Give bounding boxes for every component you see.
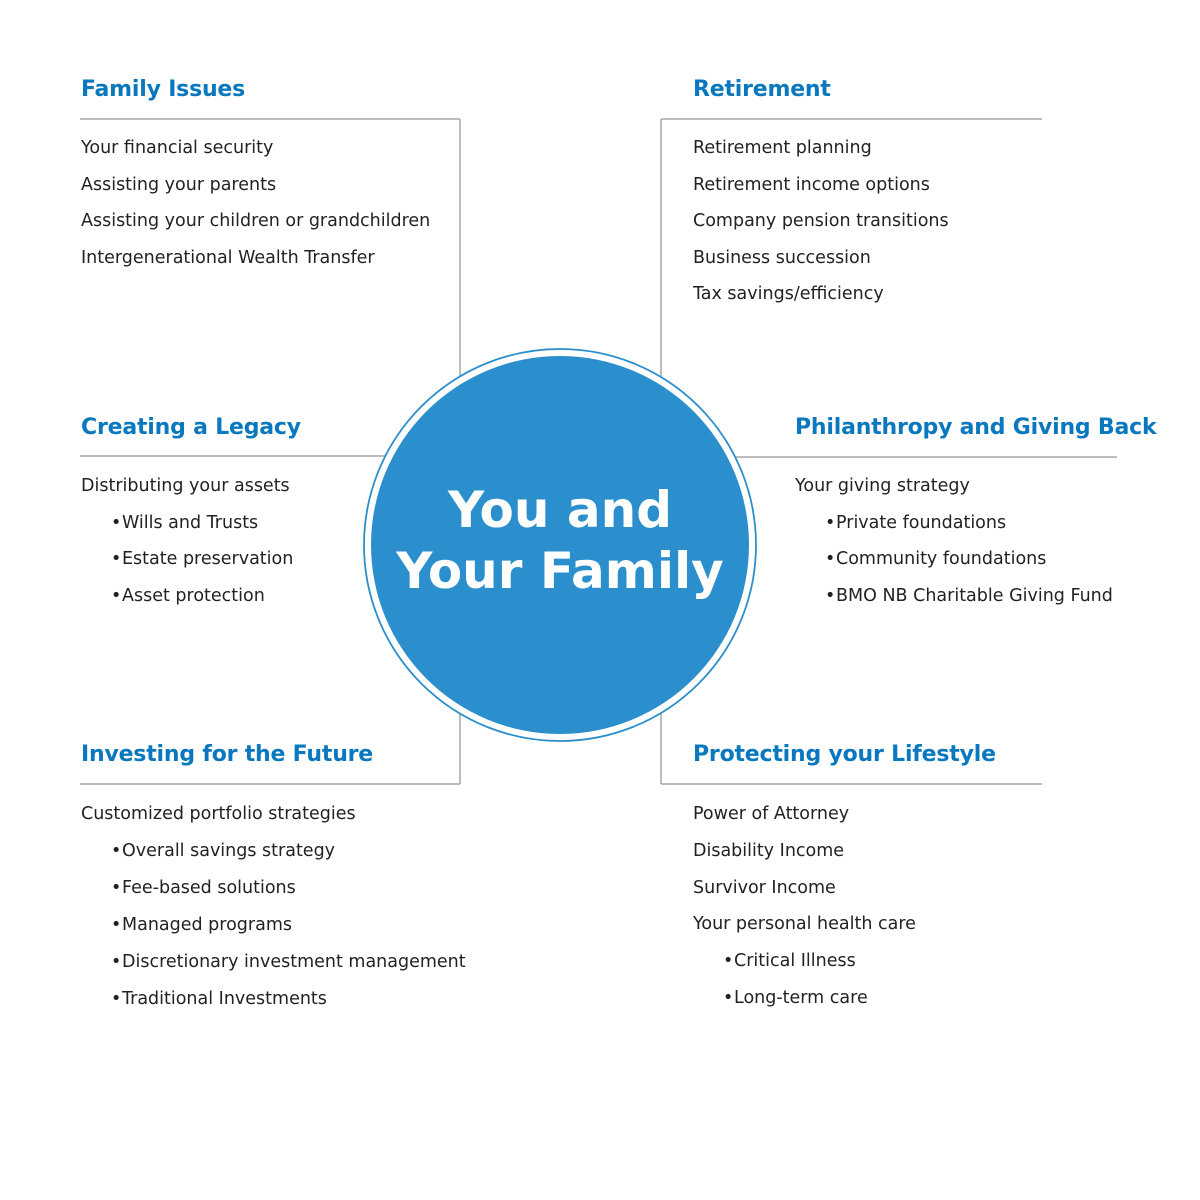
section-title: Family Issues: [81, 77, 246, 102]
bullet-icon: •: [723, 951, 734, 972]
list-item: Retirement income options: [693, 174, 930, 196]
list-sub-item: •Long-term care: [723, 987, 868, 1009]
bullet-icon: •: [825, 549, 836, 569]
list-item-text: Private foundations: [836, 512, 1007, 533]
list-item: Your personal health care: [693, 913, 916, 935]
list-item-text: Tax savings/efficiency: [693, 284, 884, 304]
bullet-icon: •: [111, 878, 122, 898]
list-item-text: Company pension transitions: [693, 211, 949, 231]
bullet-icon: •: [111, 549, 122, 569]
list-sub-item: •Fee-based solutions: [111, 877, 296, 899]
list-item-text: Community foundations: [836, 549, 1047, 569]
list-sub-item: •Private foundations: [825, 512, 1006, 534]
bullet-icon: •: [111, 585, 122, 606]
list-item: Customized portfolio strategies: [81, 803, 356, 825]
list-item: Assisting your children or grandchildren: [81, 210, 430, 232]
list-sub-item: •Overall savings strategy: [111, 840, 335, 862]
list-item-text: Wills and Trusts: [122, 512, 259, 533]
list-item-text: Your financial security: [81, 138, 274, 158]
bullet-icon: •: [825, 585, 836, 606]
bullet-icon: •: [111, 989, 122, 1009]
center-circle: [371, 356, 749, 734]
list-sub-item: •Community foundations: [825, 548, 1046, 570]
list-item: Tax savings/efficiency: [693, 283, 884, 305]
center-title-line1: You and: [447, 481, 672, 539]
list-item: Retirement planning: [693, 137, 872, 159]
bullet-icon: •: [111, 952, 122, 972]
section-title: Creating a Legacy: [81, 415, 301, 440]
section-title: Retirement: [693, 77, 831, 102]
list-item-text: Overall savings strategy: [122, 841, 336, 861]
list-item: Disability Income: [693, 840, 844, 862]
list-item: Your giving strategy: [795, 475, 970, 497]
list-item-text: Managed programs: [122, 915, 293, 935]
connector-lines: [80, 118, 1117, 785]
list-item-text: Power of Attorney: [693, 804, 850, 824]
section-title: Philanthropy and Giving Back: [795, 415, 1157, 440]
list-item-text: Assisting your children or grandchildren: [81, 211, 431, 231]
list-item: Distributing your assets: [81, 475, 290, 497]
list-item-text: Fee-based solutions: [122, 878, 296, 898]
list-item: Company pension transitions: [693, 210, 949, 232]
section-title: Investing for the Future: [81, 742, 374, 767]
list-sub-item: •Managed programs: [111, 914, 292, 936]
list-item-text: Traditional Investments: [122, 989, 327, 1009]
list-item-text: Retirement planning: [693, 138, 872, 158]
list-item-text: BMO NB Charitable Giving Fund: [836, 585, 1113, 606]
list-sub-item: •Discretionary investment management: [111, 951, 466, 973]
list-sub-item: •Traditional Investments: [111, 988, 327, 1010]
list-item-text: Distributing your assets: [81, 476, 290, 496]
list-item: Survivor Income: [693, 877, 836, 899]
bullet-icon: •: [723, 988, 734, 1008]
list-item-text: Your personal health care: [693, 914, 916, 935]
list-item-text: Business succession: [693, 247, 871, 268]
center-title-line2: Your Family: [395, 542, 724, 600]
section-title: Protecting your Lifestyle: [693, 742, 996, 767]
bullet-icon: •: [111, 915, 122, 935]
list-item: Assisting your parents: [81, 174, 276, 196]
list-item: Your financial security: [81, 137, 273, 159]
list-item-text: Long-term care: [734, 988, 868, 1008]
list-item-text: Disability Income: [693, 840, 845, 861]
list-item-text: Assisting your parents: [81, 174, 277, 195]
bullet-icon: •: [111, 512, 122, 533]
list-item-text: Asset protection: [122, 585, 265, 606]
list-item: Intergenerational Wealth Transfer: [81, 247, 375, 269]
list-sub-item: •Critical Illness: [723, 950, 856, 972]
list-item-text: Discretionary investment management: [122, 952, 466, 972]
list-item: Business succession: [693, 247, 871, 269]
bullet-icon: •: [825, 512, 836, 533]
list-sub-item: •Wills and Trusts: [111, 512, 258, 534]
list-item-text: Intergenerational Wealth Transfer: [81, 247, 375, 268]
list-sub-item: •BMO NB Charitable Giving Fund: [825, 585, 1113, 607]
list-item: Power of Attorney: [693, 803, 849, 825]
bullet-icon: •: [111, 841, 122, 861]
list-item-text: Retirement income options: [693, 174, 930, 195]
list-item-text: Customized portfolio strategies: [81, 804, 356, 824]
list-item-text: Your giving strategy: [795, 476, 970, 496]
list-item-text: Survivor Income: [693, 877, 836, 898]
list-sub-item: •Estate preservation: [111, 548, 293, 570]
list-item-text: Critical Illness: [734, 951, 856, 972]
list-sub-item: •Asset protection: [111, 585, 265, 607]
list-item-text: Estate preservation: [122, 549, 294, 569]
